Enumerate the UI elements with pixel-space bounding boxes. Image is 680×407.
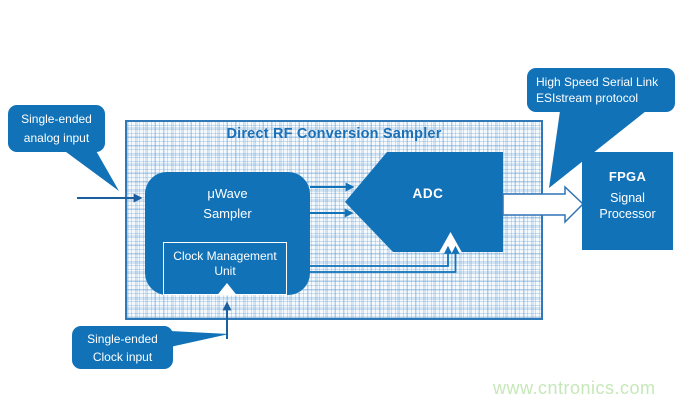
callout-clock-input: Single-ended Clock input: [72, 326, 173, 369]
clock-callout-tail: [170, 331, 229, 347]
region-title: Direct RF Conversion Sampler: [226, 126, 442, 142]
adc-label: ADC: [412, 186, 444, 201]
clock-management-unit-box: Clock Management Unit: [163, 242, 287, 295]
uwave-sampler-label: μWave Sampler: [203, 186, 252, 221]
watermark: www.cntronics.com: [493, 378, 656, 398]
callout-serial-link: High Speed Serial Link ESIstream protoco…: [527, 68, 675, 112]
uwave-sampler-block: μWave Sampler Clock Management Unit: [145, 172, 310, 295]
callout-analog-input: Single-ended analog input: [8, 105, 105, 152]
fpga-label: FPGA: [608, 169, 647, 184]
analog-callout-tail: [62, 149, 119, 191]
fpga-block: FPGA Signal Processor: [582, 152, 673, 250]
